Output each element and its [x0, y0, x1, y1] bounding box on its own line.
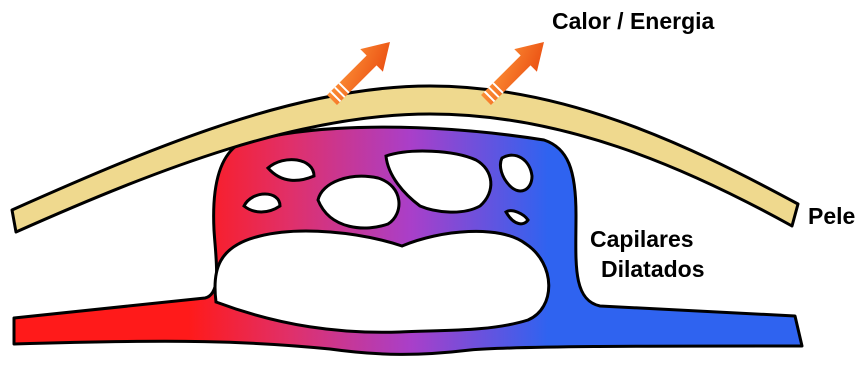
skin-label: Pele	[808, 203, 855, 230]
tissue-gap	[215, 231, 549, 332]
heat-energy-label: Calor / Energia	[552, 8, 714, 35]
capillaries-label-line2: Dilatados	[601, 256, 705, 283]
capillaries-label-line1: Capilares	[590, 226, 694, 253]
